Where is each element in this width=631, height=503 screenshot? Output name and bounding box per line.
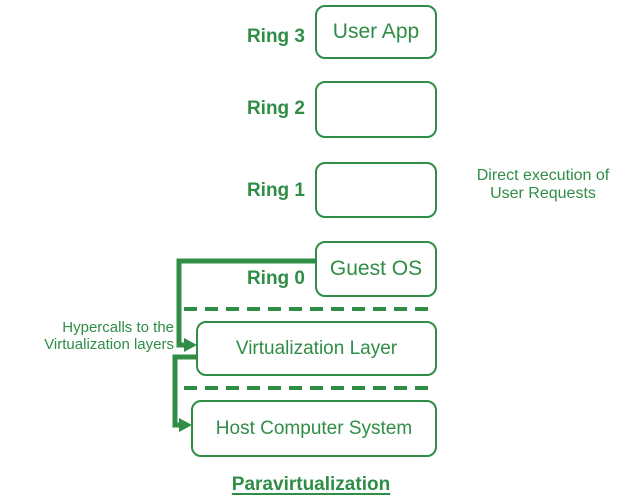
arrowhead-icon [184, 338, 197, 352]
diagram-title: Paravirtualization [231, 474, 391, 495]
user-app-box: User App [315, 5, 437, 59]
user-app-box-label: User App [332, 20, 420, 43]
ring-1-label: Ring 1 [246, 180, 305, 201]
guest-os-box-label: Guest OS [329, 257, 423, 280]
direct-execution-annotation: Direct execution of User Requests [476, 167, 610, 202]
connector-virtualization-layer-to-host [172, 354, 197, 432]
connector-guest-os-to-virtualization-layer [176, 258, 315, 352]
ring-2-box [315, 81, 437, 138]
ring-2-label: Ring 2 [246, 98, 305, 119]
connector-line [176, 258, 315, 348]
host-computer-system-box-label: Host Computer System [215, 417, 413, 439]
ring-3-label: Ring 3 [246, 26, 305, 47]
arrowhead-icon [179, 418, 192, 432]
host-computer-system-box: Host Computer System [191, 400, 437, 457]
hypercalls-annotation: Hypercalls to the Virtualization layers [44, 319, 174, 353]
ring-0-label: Ring 0 [246, 268, 305, 289]
virtualization-layer-box: Virtualization Layer [196, 321, 437, 376]
guest-os-box: Guest OS [315, 241, 437, 297]
connector-line [172, 354, 197, 428]
ring-1-box [315, 162, 437, 218]
virtualization-layer-box-label: Virtualization Layer [235, 337, 398, 359]
